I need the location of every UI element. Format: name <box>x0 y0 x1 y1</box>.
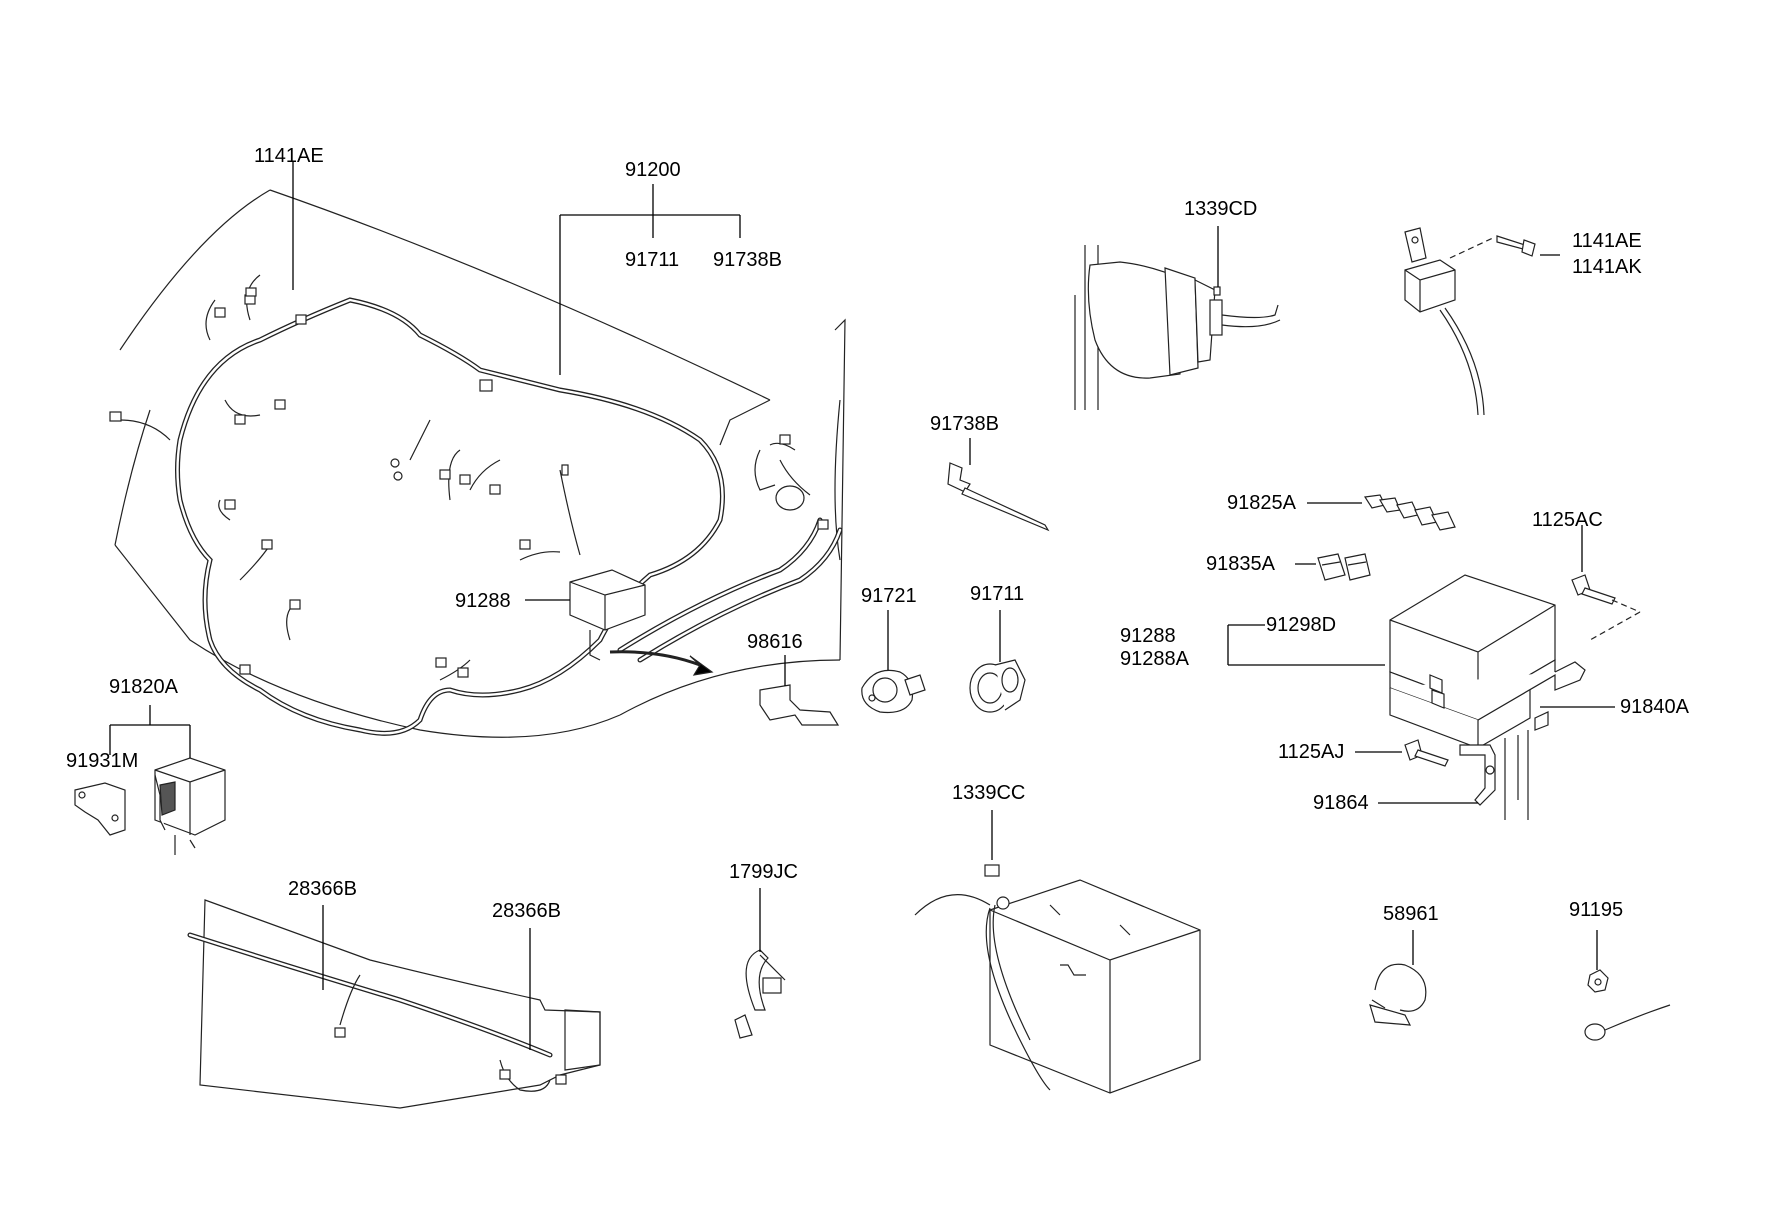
part-label-28366b-left: 28366B <box>288 878 357 900</box>
part-label-91288-right: 91288 <box>1120 625 1176 647</box>
part-label-91288-main: 91288 <box>455 590 511 612</box>
transmission-harness-28366b-drawing <box>187 899 601 1109</box>
engine-bay-outline <box>114 189 846 738</box>
part-label-58961: 58961 <box>1383 903 1439 925</box>
part-label-1141ae-right: 1141AE <box>1572 230 1642 252</box>
part-label-91711-top: 91711 <box>625 249 680 271</box>
part-label-1141ae-top: 1141AE <box>254 145 324 167</box>
cable-tie-91738b-drawing <box>947 438 1050 532</box>
battery-1339cc-drawing <box>914 810 1201 1094</box>
part-label-1125aj: 1125AJ <box>1278 741 1345 763</box>
part-label-91835a: 91835A <box>1206 553 1275 575</box>
part-label-1799jc: 1799JC <box>729 861 798 883</box>
fuses-91835a-drawing <box>1295 553 1371 581</box>
bracket-91931m-drawing <box>74 782 126 836</box>
part-label-91840a: 91840A <box>1620 696 1689 718</box>
part-label-91738b-mid: 91738B <box>930 413 999 435</box>
part-label-91864: 91864 <box>1313 792 1369 814</box>
relay-91820a-drawing <box>109 705 226 855</box>
fuses-91825a-drawing <box>1307 494 1456 531</box>
leader-91200 <box>559 184 741 375</box>
part-label-98616: 98616 <box>747 631 803 653</box>
horn-1339cd-drawing <box>1074 226 1281 410</box>
bracket-98616-drawing <box>759 655 840 726</box>
bracket-91864-drawing <box>1355 739 1496 806</box>
clip-1799jc-drawing <box>734 888 786 1039</box>
part-label-91820a: 91820A <box>109 676 178 698</box>
part-label-91200: 91200 <box>625 159 681 181</box>
grommet-91721-drawing <box>861 610 926 714</box>
part-label-91825a: 91825A <box>1227 492 1296 514</box>
part-label-28366b-right: 28366B <box>492 900 561 922</box>
junction-box-91288-main <box>569 569 714 676</box>
part-label-91288a: 91288A <box>1120 648 1189 670</box>
part-label-91298d: 91298D <box>1266 614 1337 636</box>
part-label-1125ac: 1125AC <box>1532 509 1603 531</box>
leader-91298D <box>1227 624 1385 666</box>
grommet-91711-drawing <box>969 610 1026 713</box>
part-label-91711-mid: 91711 <box>970 583 1025 605</box>
part-label-91721: 91721 <box>861 585 917 607</box>
clamp-58961-drawing <box>1369 930 1427 1026</box>
part-label-91931m: 91931M <box>66 750 139 772</box>
part-label-1339cc: 1339CC <box>952 782 1026 804</box>
ground-terminal-91195-drawing <box>1584 930 1671 1041</box>
part-label-1141ak: 1141AK <box>1572 256 1642 278</box>
sensor-bracket-1141ae-drawing <box>1404 227 1560 416</box>
fuse-box-91288-right-drawing <box>1389 574 1586 820</box>
bolt-1125ac-drawing <box>1571 525 1641 641</box>
part-label-91738b-top: 91738B <box>713 249 782 271</box>
part-label-1339cd: 1339CD <box>1184 198 1258 220</box>
main-wire-harness <box>109 274 843 736</box>
part-label-91195: 91195 <box>1569 899 1624 921</box>
